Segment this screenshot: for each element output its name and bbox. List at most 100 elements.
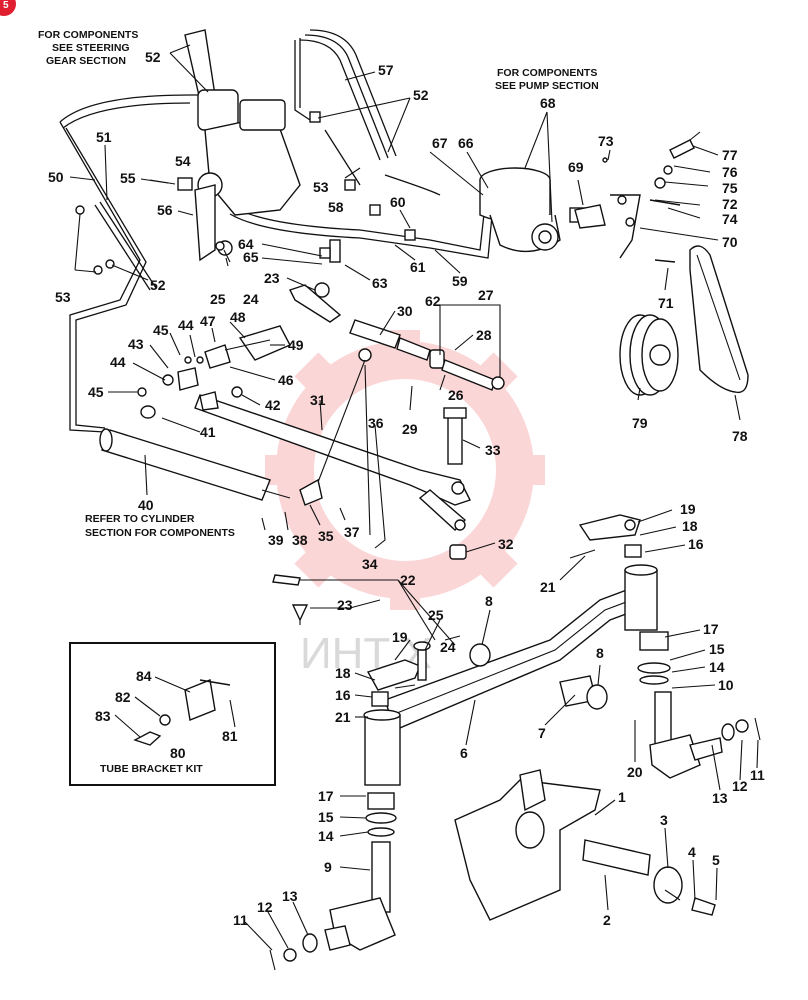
- steering-gear-assembly: [184, 29, 301, 262]
- tie-rod-link: [272, 574, 431, 681]
- part-number-label: 63: [372, 275, 388, 291]
- part-number-label: 41: [200, 424, 216, 440]
- steering-cylinder: [99, 405, 291, 501]
- part-number-label: 18: [335, 665, 351, 681]
- part-number-label: 18: [682, 518, 698, 534]
- part-number-label: 60: [390, 194, 406, 210]
- anchor-bracket: [137, 325, 291, 411]
- part-number-label: 33: [485, 442, 501, 458]
- hydraulic-tubes: [59, 29, 494, 433]
- part-number-label: 24: [440, 639, 456, 655]
- part-number-label: 59: [452, 273, 468, 289]
- part-number-label: 74: [722, 211, 738, 227]
- caption-steering-gear-line-3: GEAR SECTION: [46, 55, 126, 67]
- part-number-label: 64: [238, 236, 254, 252]
- part-number-label: 57: [378, 62, 394, 78]
- part-number-label: 5: [712, 852, 720, 868]
- part-number-label: 14: [318, 828, 334, 844]
- part-number-label: 82: [115, 689, 131, 705]
- part-number-label: 58: [328, 199, 344, 215]
- part-number-label: 54: [175, 153, 191, 169]
- part-number-label: 38: [292, 532, 308, 548]
- part-number-label: 2: [603, 912, 611, 928]
- part-number-label: 7: [538, 725, 546, 741]
- part-number-label: 20: [627, 764, 643, 780]
- part-number-label: 67: [432, 135, 448, 151]
- part-number-label: 46: [278, 372, 294, 388]
- crankshaft-pulley: [619, 314, 679, 396]
- leader-lines: [69, 44, 759, 951]
- part-number-label: 17: [703, 621, 719, 637]
- drag-link: [194, 394, 471, 531]
- part-number-label: 52: [413, 87, 429, 103]
- part-number-label: 29: [402, 421, 418, 437]
- part-number-label: 36: [368, 415, 384, 431]
- power-steering-pump: [479, 167, 589, 253]
- tube-bracket-kit-box: [69, 642, 276, 786]
- part-number-label: 72: [722, 196, 738, 212]
- caption-cylinder-line-1: REFER TO CYLINDER: [85, 513, 195, 525]
- part-number-label: 21: [335, 709, 351, 725]
- part-number-label: 39: [268, 532, 284, 548]
- part-number-label: 11: [233, 912, 248, 928]
- part-number-label: 48: [230, 309, 246, 325]
- part-number-label: 43: [128, 336, 144, 352]
- part-number-label: 28: [476, 327, 492, 343]
- part-number-label: 69: [568, 159, 584, 175]
- part-number-label: 3: [660, 812, 668, 828]
- part-number-label: 12: [257, 899, 273, 915]
- part-number-label: 49: [288, 337, 304, 353]
- part-number-label: 45: [88, 384, 104, 400]
- part-number-label: 68: [540, 95, 556, 111]
- part-number-label: 30: [397, 303, 413, 319]
- tie-rod-end: [299, 319, 431, 506]
- part-number-label: 84: [136, 668, 152, 684]
- part-number-label: 34: [362, 556, 378, 572]
- part-number-label: 9: [324, 859, 332, 875]
- pivot-bushing: [469, 643, 608, 710]
- part-number-label: 16: [688, 536, 704, 552]
- part-number-label: 6: [460, 745, 468, 761]
- part-number-label: 79: [632, 415, 648, 431]
- part-number-label: 44: [110, 354, 126, 370]
- part-number-label: 32: [498, 536, 514, 552]
- part-number-label: 83: [95, 708, 111, 724]
- part-number-label: 25: [210, 291, 226, 307]
- front-axle-support: [454, 769, 716, 921]
- part-number-label: 61: [410, 259, 426, 275]
- part-number-label: 31: [310, 392, 326, 408]
- part-number-label: 47: [200, 313, 216, 329]
- part-number-label: 13: [712, 790, 728, 806]
- part-number-label: 77: [722, 147, 738, 163]
- part-number-label: 52: [150, 277, 166, 293]
- part-number-label: 12: [732, 778, 748, 794]
- corner-badge: 5: [0, 0, 16, 16]
- part-number-label: 71: [658, 295, 674, 311]
- caption-pump-line-2: SEE PUMP SECTION: [495, 80, 599, 92]
- part-number-label: 56: [157, 202, 173, 218]
- part-number-label: 11: [750, 767, 765, 783]
- part-number-label: 17: [318, 788, 334, 804]
- right-spindle: [569, 514, 761, 779]
- part-number-label: 16: [335, 687, 351, 703]
- drive-belt: [689, 245, 749, 394]
- part-number-label: 40: [138, 497, 154, 513]
- part-number-label: 53: [55, 289, 71, 305]
- part-number-label: 80: [170, 745, 186, 761]
- captions: FOR COMPONENTS SEE STEERING GEAR SECTION…: [38, 29, 599, 775]
- part-number-label: 44: [178, 317, 194, 333]
- caption-kit: TUBE BRACKET KIT: [100, 763, 203, 775]
- part-number-label: 25: [428, 607, 444, 623]
- part-number-label: 55: [120, 170, 136, 186]
- part-number-labels: 52 57 52 68 51 50 54 55 56 53 58 60 67 6…: [48, 49, 765, 928]
- part-number-label: 10: [718, 677, 734, 693]
- part-number-label: 8: [596, 645, 604, 661]
- part-number-label: 37: [344, 524, 360, 540]
- part-number-label: 1: [618, 789, 626, 805]
- watermark-gear-logo: [265, 330, 545, 610]
- part-number-label: 23: [337, 597, 353, 613]
- part-number-label: 26: [448, 387, 464, 403]
- part-number-label: 14: [709, 659, 725, 675]
- front-axle: [363, 564, 658, 786]
- part-number-label: 8: [485, 593, 493, 609]
